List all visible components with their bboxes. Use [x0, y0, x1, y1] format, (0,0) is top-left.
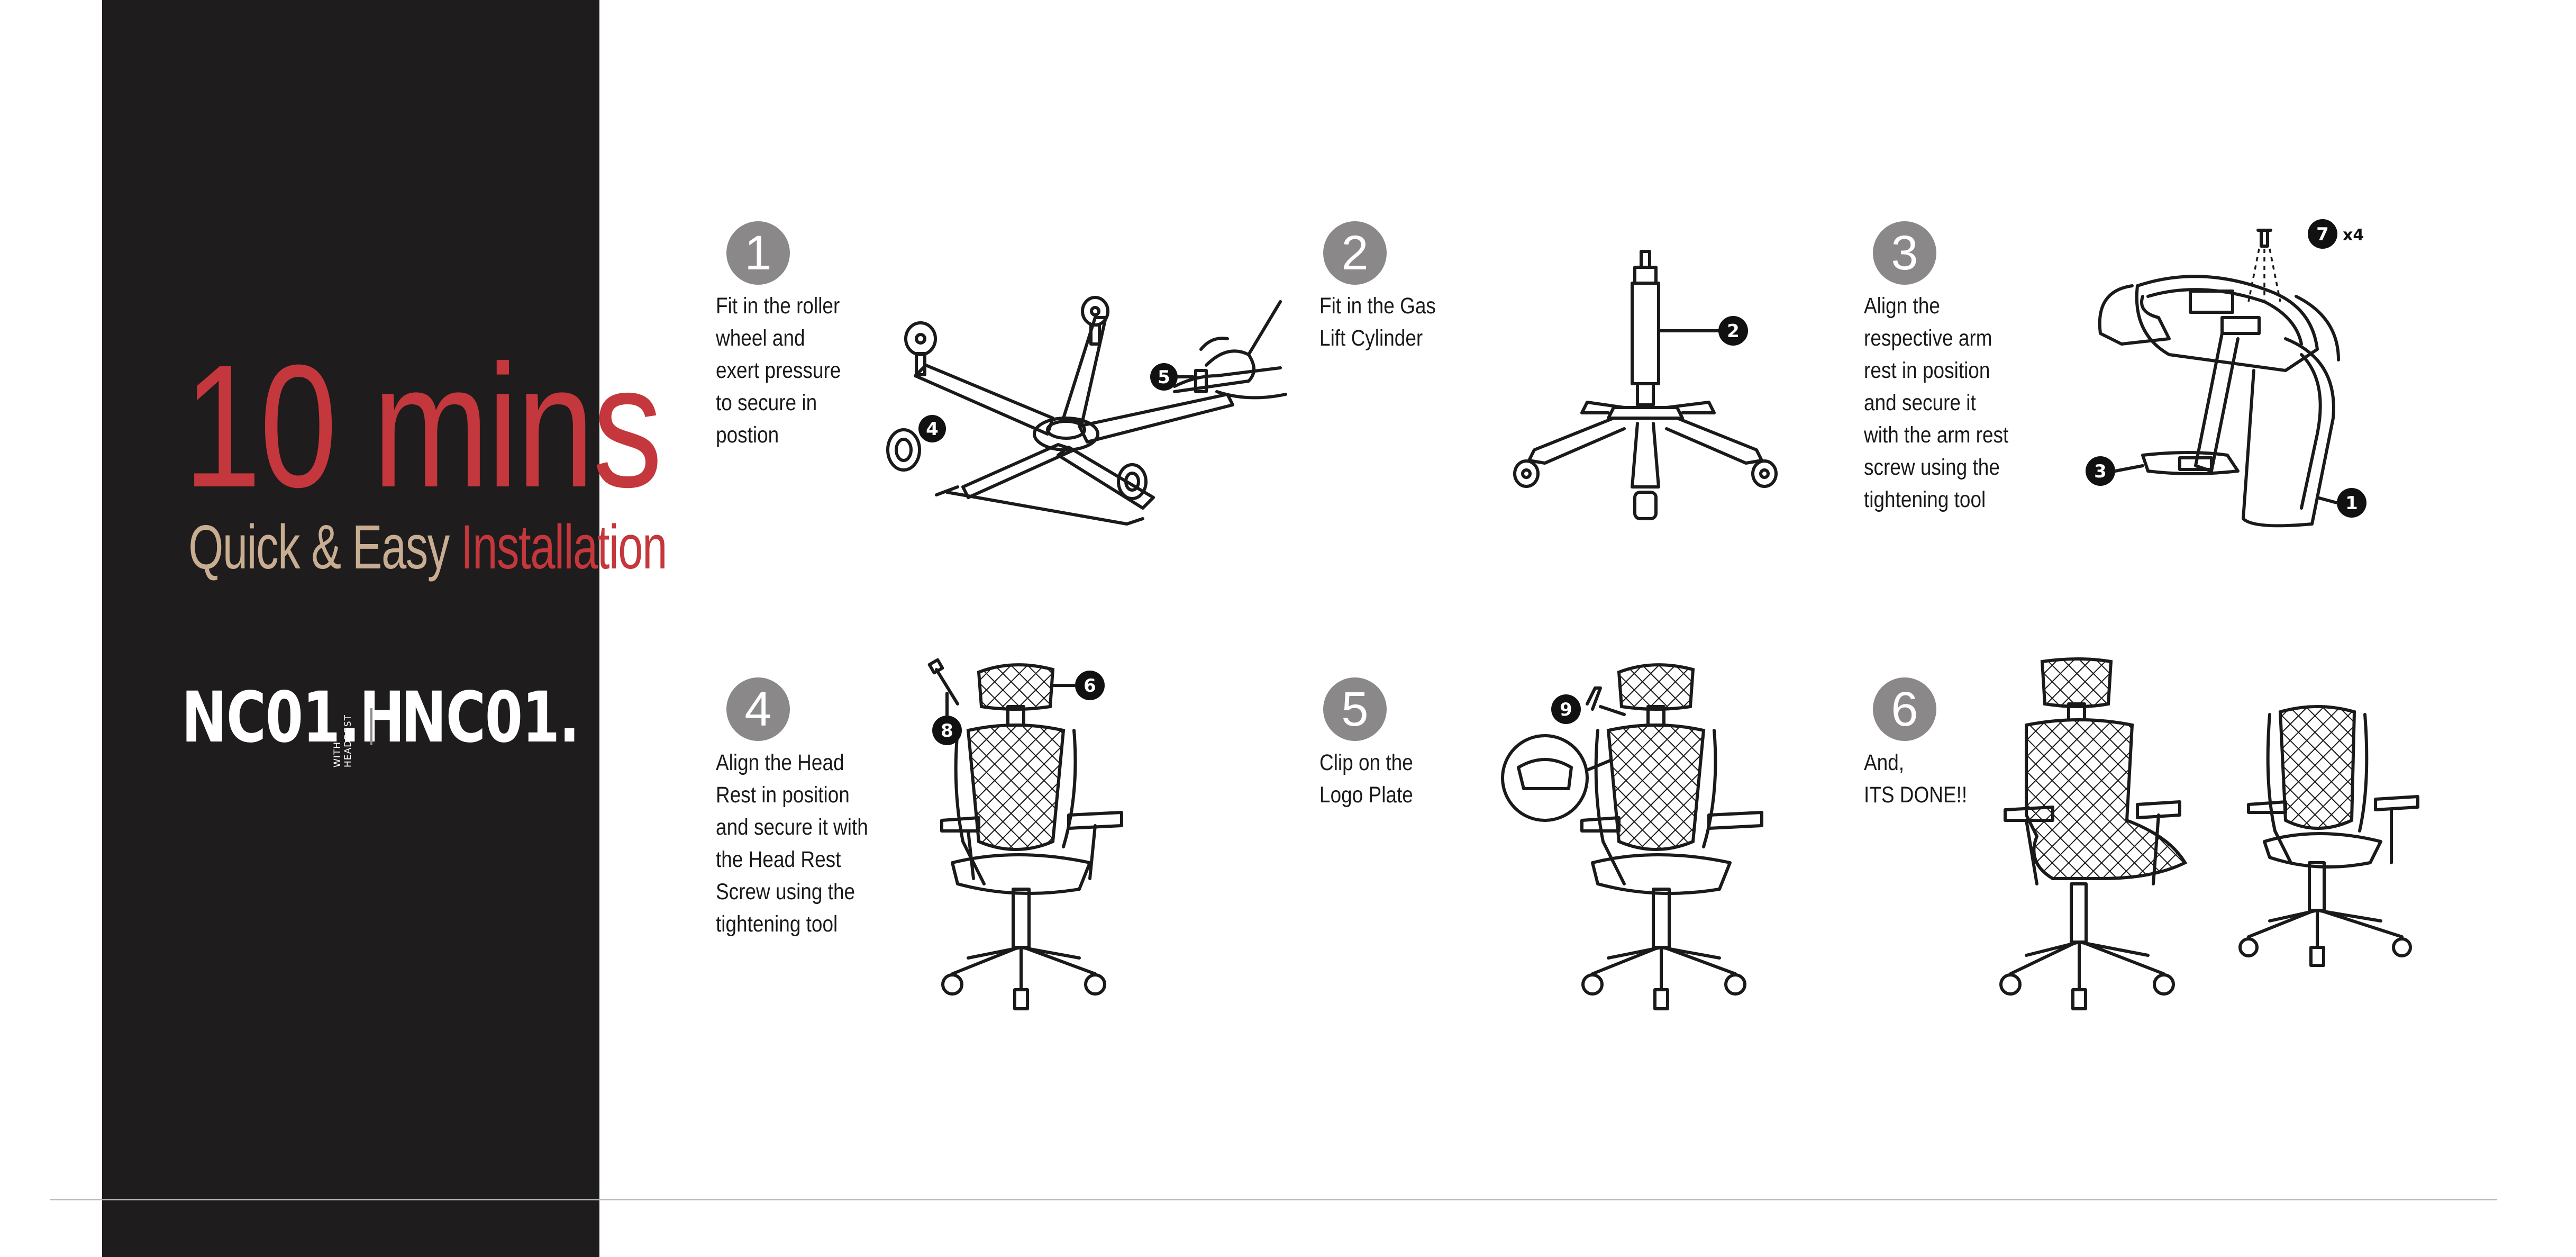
illustration-chair-headrest: 6 8 [927, 658, 1123, 1010]
side-panel: 10 mins Quick & Easy Installation NC01.H… [102, 0, 667, 1257]
step-2-text: Fit in the Gas Lift Cylinder [1319, 293, 1436, 351]
subline: Quick & Easy Installation [188, 516, 667, 578]
step-1-text: Fit in the roller wheel and exert pressu… [716, 293, 841, 448]
step-5-text: Clip on the Logo Plate [1319, 750, 1413, 808]
illustration-finished-chair-side [2238, 705, 2419, 967]
step-4-number: 4 [726, 677, 790, 741]
step-2-number: 2 [1323, 221, 1387, 285]
headline: 10 mins [184, 328, 662, 523]
illustration-arm-rest: 7 x4 3 1 [2086, 219, 2366, 528]
badge-7: 7 [2316, 224, 2329, 245]
logo-divider [370, 708, 372, 745]
badge-7-quantity: x4 [2343, 226, 2364, 245]
subline-installation: Installation [461, 512, 667, 582]
logo-nc01: NC01. [401, 677, 580, 758]
illustration-finished-chair-back [1999, 657, 2188, 1010]
step-6-text: And, ITS DONE!! [1864, 750, 1968, 808]
badge-3: 3 [2094, 461, 2107, 482]
badge-6: 6 [1084, 675, 1096, 697]
step-3-text: Align the respective arm rest in positio… [1864, 293, 2009, 512]
badge-9: 9 [1560, 699, 1572, 720]
badge-4: 4 [926, 419, 939, 440]
step-4-text: Align the Head Rest in position and secu… [716, 750, 868, 937]
logo-nc01h: NC01.H [181, 677, 405, 758]
subline-quick-easy: Quick & Easy [188, 512, 450, 582]
step-6-number: 6 [1873, 677, 1936, 741]
step-5-number: 5 [1323, 677, 1387, 741]
illustration-chair-logo-plate: 9 [1501, 663, 1763, 1010]
badge-8: 8 [941, 720, 953, 741]
illustration-gas-lift: 2 [1513, 250, 1778, 520]
logo-headrest-tag: WITH HEADREST [332, 715, 353, 767]
badge-1: 1 [2345, 493, 2358, 514]
step-1-number: 1 [726, 221, 790, 285]
logo-row: NC01.H WITH HEADREST NC01. [181, 677, 580, 767]
bottom-rule [50, 1199, 2497, 1200]
badge-2: 2 [1727, 321, 1740, 342]
badge-5: 5 [1158, 367, 1170, 388]
step-3-number: 3 [1873, 221, 1936, 285]
illustration-wheel-base: 5 4 [886, 296, 1287, 526]
